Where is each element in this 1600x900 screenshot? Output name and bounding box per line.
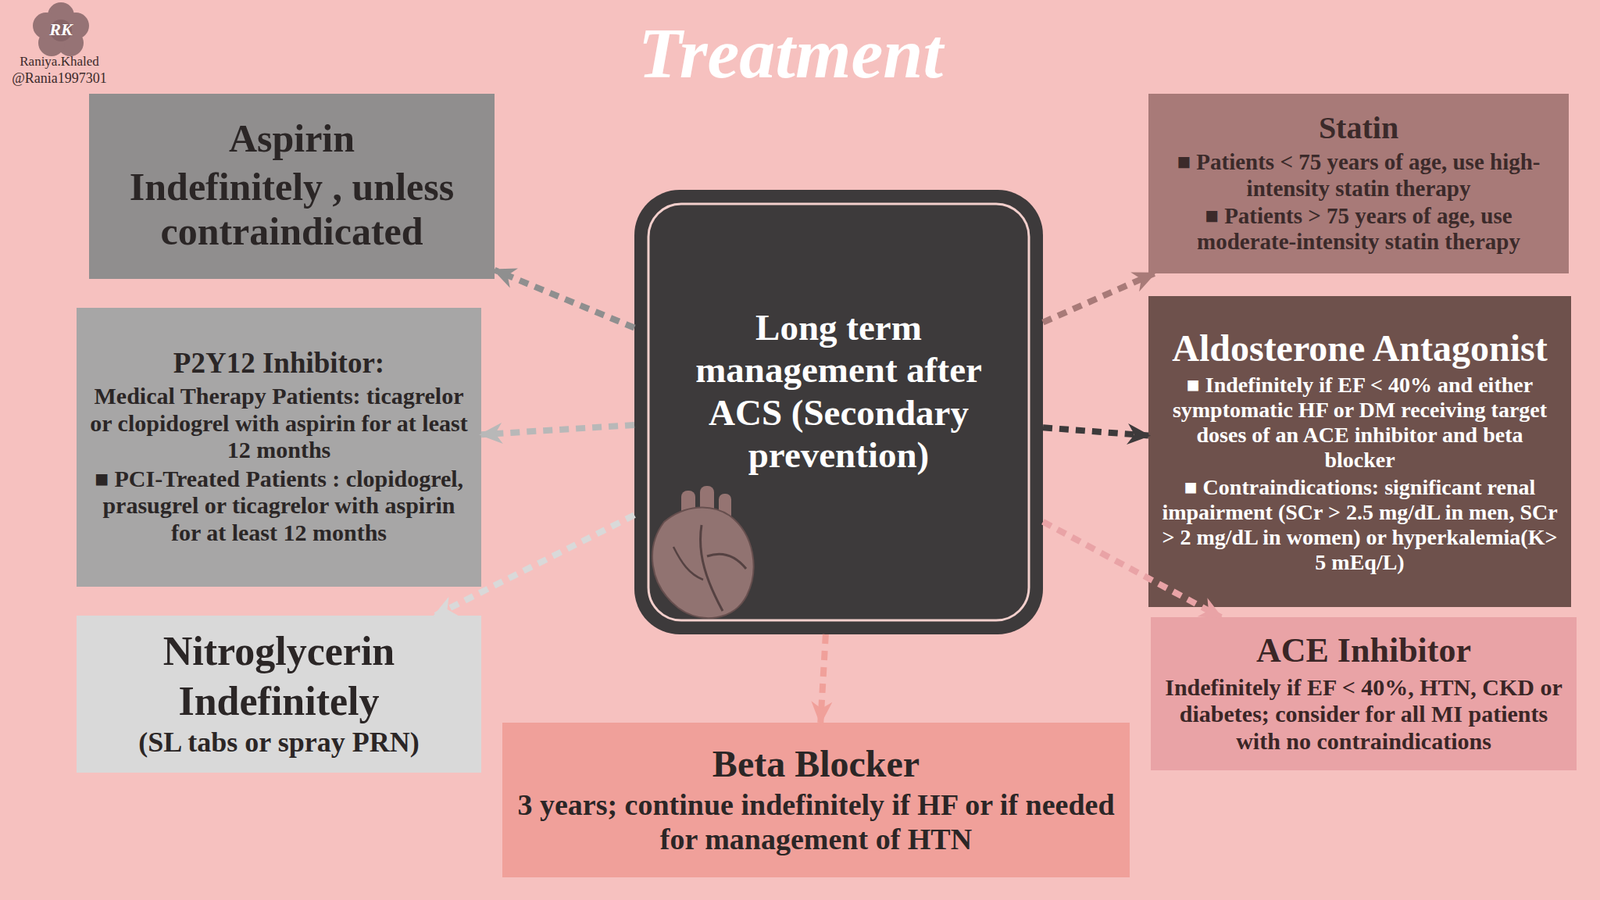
arrow-connector [1042, 273, 1154, 323]
drug-box: ACE InhibitorIndefinitely if EF < 40%, H… [1150, 617, 1577, 771]
drug-box: Beta Blocker3 years; continue indefinite… [502, 722, 1130, 878]
title: Treatment [638, 11, 943, 95]
box-heading: ACE Inhibitor [1256, 631, 1472, 672]
heart-illustration [652, 485, 754, 618]
box-heading: Aspirin [228, 116, 355, 162]
arrow-connector [434, 514, 635, 616]
inner-border [648, 203, 1029, 621]
drug-box: AspirinIndefinitely , unless contraindic… [89, 93, 495, 279]
arrow-connector [481, 425, 635, 435]
box-heading: P2Y12 Inhibitor: [173, 346, 385, 381]
arrow-connector [1042, 427, 1149, 436]
box-heading: Beta Blocker [712, 742, 920, 786]
logo-flower [32, 2, 90, 57]
box-body: (SL tabs or spray PRN) [138, 726, 419, 759]
box-body: ■ Patients < 75 years of age, use high-i… [1159, 149, 1558, 202]
box-heading: Aldosterone Antagonist [1171, 326, 1548, 370]
drug-box: Aldosterone Antagonist■ Indefinitely if … [1148, 296, 1572, 608]
box-body: 3 years; continue indefinitely if HF or … [513, 788, 1119, 857]
box-body: ■ Patients > 75 years of age, use modera… [1159, 203, 1558, 256]
box-body: Medical Therapy Patients: ticagrelor or … [87, 382, 471, 465]
author-handle: @Rania1997301 [11, 70, 108, 87]
box-body: Indefinitely if EF < 40%, HTN, CKD or di… [1161, 674, 1566, 756]
box-body: ■ Contraindications: significant renal i… [1159, 475, 1561, 576]
box-body: ■ PCI-Treated Patients : clopidogrel, pr… [87, 465, 471, 547]
drug-box: P2Y12 Inhibitor:Medical Therapy Patients… [76, 307, 482, 587]
arrow-connector [494, 270, 635, 329]
hub-box: Long term management after ACS (Secondar… [634, 189, 1043, 635]
box-heading: Long term management after ACS (Secondar… [681, 306, 997, 475]
box-heading: Statin [1318, 110, 1399, 147]
box-body: Indefinitely [178, 678, 379, 725]
author-name: Raniya.Khaled [19, 53, 100, 70]
box-heading: Nitroglycerin [163, 628, 396, 675]
box-body: Indefinitely , unless contraindicated [100, 164, 484, 255]
arrow-connector [820, 634, 826, 723]
drug-box: Statin■ Patients < 75 years of age, use … [1148, 93, 1569, 274]
box-body: ■ Indefinitely if EF < 40% and either sy… [1159, 372, 1561, 474]
arrow-connector [1042, 521, 1222, 618]
drug-box: NitroglycerinIndefinitely(SL tabs or spr… [76, 615, 482, 773]
logo-initials: RK [49, 19, 72, 40]
